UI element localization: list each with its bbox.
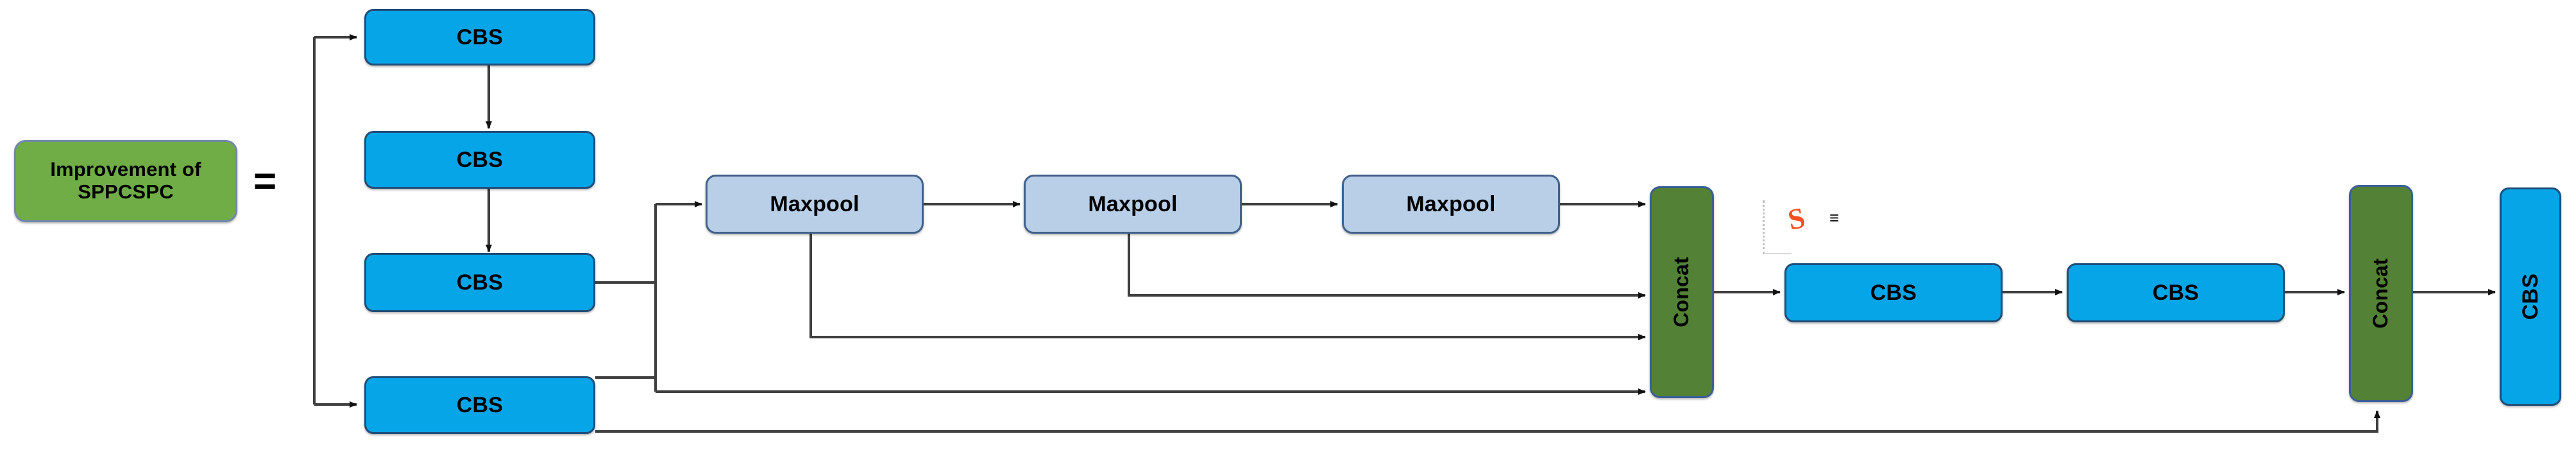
node-cbs-top-1[interactable]: CBS: [364, 9, 595, 65]
node-cbs-output[interactable]: CBS: [2500, 187, 2561, 406]
wire-cbs-bottom-bypass: [595, 410, 2380, 433]
watermark-caret-icon: ≡: [1829, 208, 1839, 227]
node-cbs-output-label: CBS: [2518, 273, 2543, 320]
node-concat-2-label: Concat: [2369, 258, 2393, 329]
node-cbs-mid-2[interactable]: CBS: [2067, 263, 2285, 322]
node-improvement-of-sppcspc[interactable]: Improvement of SPPCSPC: [14, 140, 237, 222]
watermark-guide-lines: [1763, 200, 1792, 254]
node-cbs-top-2[interactable]: CBS: [364, 131, 595, 189]
node-maxpool-2[interactable]: Maxpool: [1024, 175, 1242, 234]
node-cbs-bottom[interactable]: CBS: [364, 376, 595, 434]
equals-sign: =: [253, 159, 277, 204]
node-maxpool-1[interactable]: Maxpool: [706, 175, 924, 234]
node-concat-1[interactable]: Concat: [1650, 186, 1714, 398]
node-concat-2[interactable]: Concat: [2349, 185, 2413, 402]
node-cbs-top-3[interactable]: CBS: [364, 253, 595, 312]
node-cbs-mid-1[interactable]: CBS: [1784, 263, 2003, 322]
node-concat-1-label: Concat: [1670, 257, 1693, 327]
wire-maxpool1-tap-concat1: [809, 232, 1646, 340]
node-maxpool-3[interactable]: Maxpool: [1342, 175, 1560, 234]
wire-maxpool2-tap-concat1: [1128, 232, 1646, 299]
